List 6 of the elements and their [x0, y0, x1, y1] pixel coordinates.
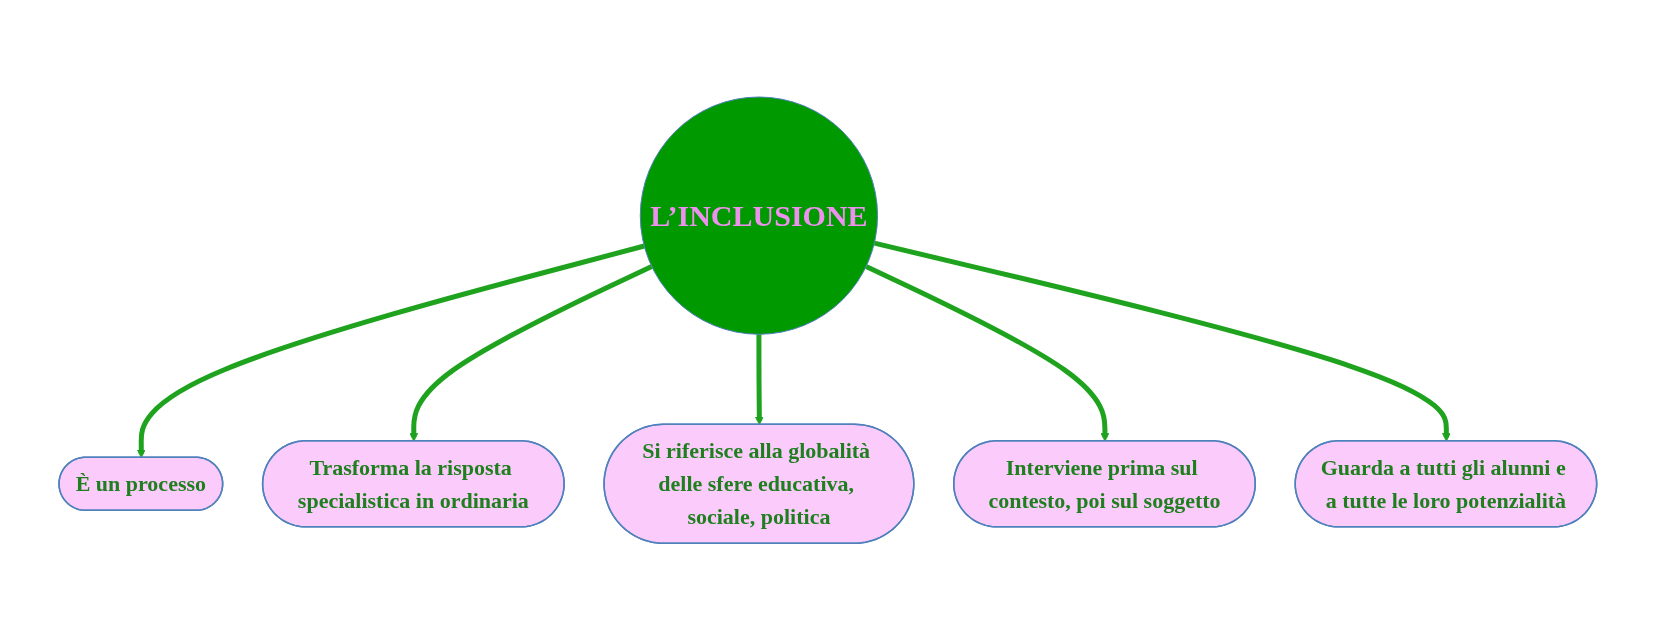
arrow	[873, 240, 1451, 442]
arrow	[136, 243, 645, 459]
arrow	[754, 334, 764, 426]
arrow	[409, 264, 653, 442]
arrow	[864, 264, 1109, 442]
node-circle: L’INCLUSIONE	[639, 96, 878, 335]
